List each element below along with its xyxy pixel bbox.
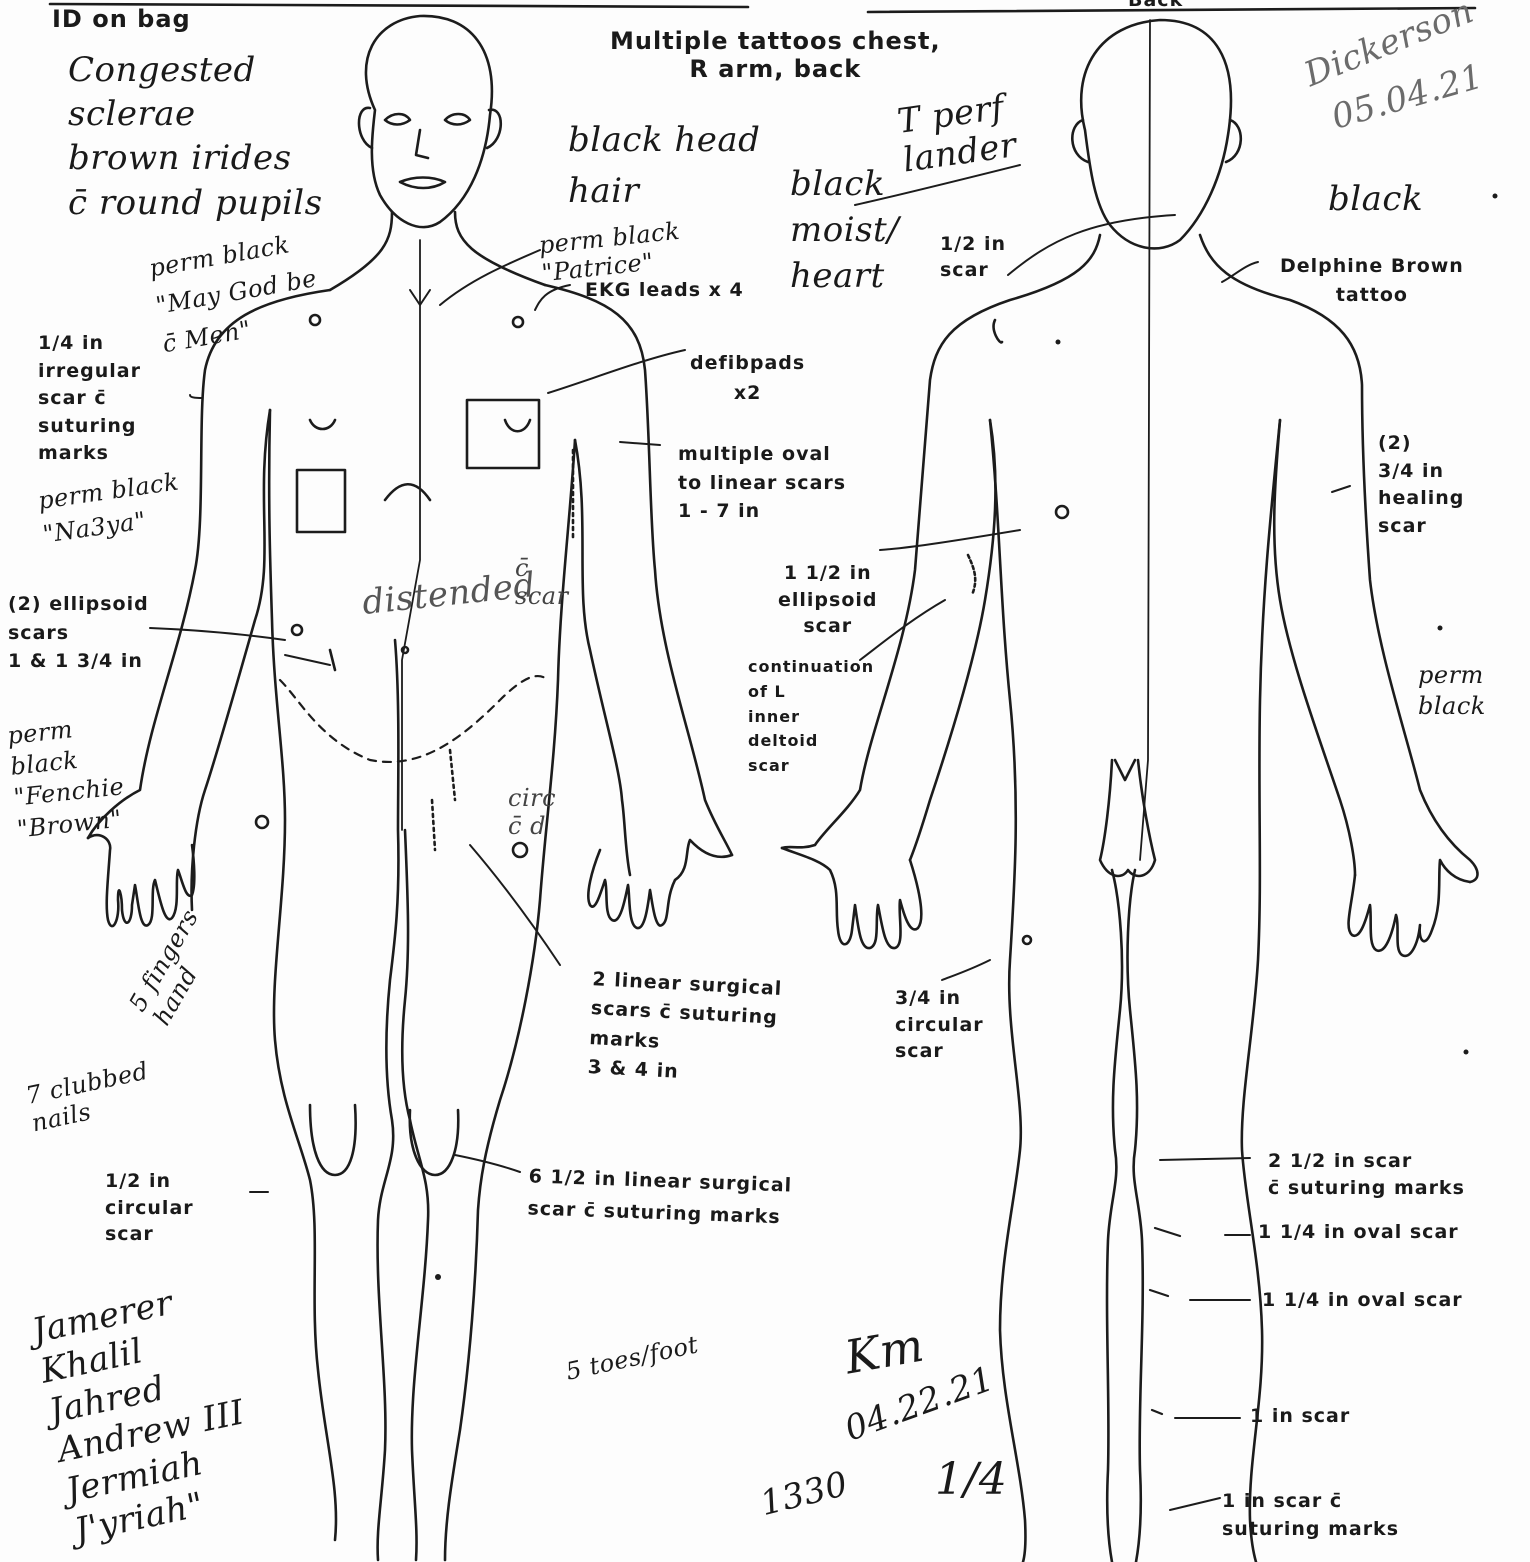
note-head-hair: black head hair — [568, 115, 760, 217]
note-black-moist: black moist/ heart — [790, 162, 899, 300]
note-half-inch-scar-back: 1/2 in scar — [940, 232, 1006, 283]
note-black-back: black — [1328, 180, 1423, 219]
header-right-label: Back — [1128, 0, 1183, 12]
note-tattoos: Multiple tattoos chest, R arm, back — [610, 28, 941, 83]
note-irregular-scar: 1/4 in irregular scar c̄ suturing marks — [38, 330, 141, 468]
note-continuation-deltoid-scar: continuation of L inner deltoid scar — [748, 655, 874, 779]
note-six-half-inch-scar: 6 1/2 in linear surgical scar c̄ suturin… — [527, 1160, 793, 1234]
note-page-fraction: 1/4 — [935, 1455, 1007, 1506]
note-eyes: Congested sclerae brown irides c̄ round … — [68, 48, 323, 225]
header-left-label: ID on bag — [52, 6, 191, 34]
note-linear-surgical-scars: 2 linear surgical scars c̄ suturing mark… — [587, 965, 783, 1093]
note-two-half-inch-scar: 2 1/2 in scar c̄ suturing marks — [1268, 1148, 1465, 1201]
note-ekg-leads: EKG leads x 4 — [585, 280, 744, 302]
note-t-perf: T perf lander — [895, 87, 1019, 180]
note-three-quarter-circular-scar: 3/4 in circular scar — [895, 985, 984, 1065]
note-ellipsoid-scars: (2) ellipsoid scars 1 & 1 3/4 in — [8, 590, 149, 676]
note-ellipsoid-scar-back: 1 1/2 in ellipsoid scar — [778, 560, 878, 640]
note-defib-pads: defibpads x2 — [690, 348, 805, 409]
note-oval-scar-1: 1 1/4 in oval scar — [1258, 1222, 1459, 1244]
note-half-inch-circular-scar: 1/2 in circular scar — [105, 1168, 194, 1248]
note-perm-black-fenchie: perm black "Fenchie "Brown" — [6, 710, 129, 846]
note-circ: circ c̄ d — [508, 785, 556, 840]
note-scar-side: c̄ scar — [515, 555, 569, 610]
note-multiple-oval-scars: multiple oval to linear scars 1 - 7 in — [678, 440, 846, 526]
note-oval-scar-2: 1 1/4 in oval scar — [1262, 1290, 1463, 1312]
note-healing-scar: (2) 3/4 in healing scar — [1378, 430, 1464, 540]
note-perm-black-back: perm black — [1418, 660, 1486, 722]
note-one-inch-scar: 1 in scar — [1250, 1406, 1350, 1428]
note-one-inch-scar-suturing: 1 in scar c̄ suturing marks — [1222, 1488, 1399, 1543]
note-delphine-brown-tattoo: Delphine Brown tattoo — [1280, 252, 1464, 309]
